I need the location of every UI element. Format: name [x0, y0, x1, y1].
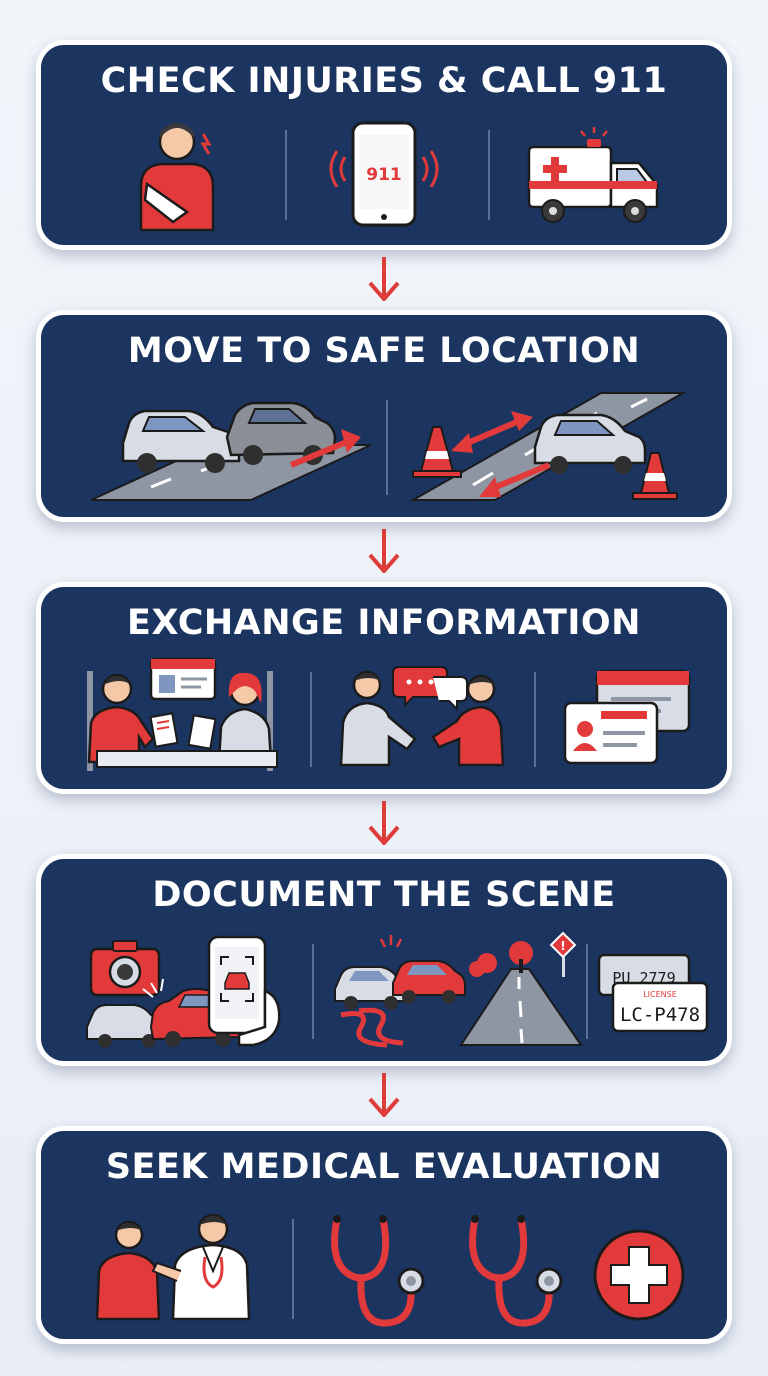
- crashed-cars-road-icon: [90, 401, 372, 501]
- id-cards-icon: [563, 669, 691, 765]
- flow-arrow-down: [368, 529, 400, 573]
- step-card-check-injuries: CHECK INJURIES & CALL 911 911: [36, 40, 732, 250]
- step-icons: [90, 392, 687, 501]
- stethoscope-icon: [331, 1215, 425, 1327]
- people-exchanging-documents-icon: [87, 657, 278, 771]
- step-card-move-safe: MOVE TO SAFE LOCATION: [36, 310, 732, 522]
- ambulance-icon: [527, 127, 659, 223]
- phone-911-label: 911: [366, 165, 402, 185]
- step-card-medical-evaluation: SEEK MEDICAL EVALUATION: [36, 1126, 732, 1344]
- conversation-icon: [339, 666, 505, 767]
- step-icons: ! PU 2779 LICENSE LC-P478: [86, 931, 709, 1048]
- safe-road-cones-icon: [409, 392, 687, 501]
- step-title: DOCUMENT THE SCENE: [152, 875, 616, 915]
- flow-arrow-down: [368, 1073, 400, 1117]
- phone-911-icon: 911: [329, 121, 439, 227]
- step-title: SEEK MEDICAL EVALUATION: [105, 1147, 663, 1187]
- step-title: CHECK INJURIES & CALL 911: [100, 61, 668, 101]
- flow-arrow-down: [368, 801, 400, 845]
- skid-marks-icon: [334, 935, 466, 1048]
- camera-icon: [89, 940, 161, 997]
- plate-front-number: LC-P478: [620, 1004, 700, 1026]
- step-icons: [95, 1213, 685, 1327]
- stethoscope-icon: [469, 1215, 563, 1327]
- step-title: EXCHANGE INFORMATION: [127, 603, 641, 643]
- injured-person-icon: [139, 123, 215, 232]
- flow-arrow-down: [368, 257, 400, 301]
- road-warning-sign-icon: !: [459, 931, 583, 1046]
- smartphone-photo-icon: [207, 935, 281, 1047]
- license-plates-icon: PU 2779 LICENSE LC-P478: [597, 953, 709, 1033]
- medical-cross-icon: [593, 1229, 685, 1321]
- step-card-exchange-info: EXCHANGE INFORMATION: [36, 582, 732, 794]
- step-icons: 911: [139, 121, 659, 232]
- svg-text:!: !: [560, 939, 565, 953]
- plate-caption: LICENSE: [643, 990, 677, 999]
- step-title: MOVE TO SAFE LOCATION: [127, 331, 641, 371]
- step-icons: [87, 657, 691, 771]
- step-card-document-scene: DOCUMENT THE SCENE: [36, 854, 732, 1066]
- doctor-patient-icon: [95, 1213, 251, 1321]
